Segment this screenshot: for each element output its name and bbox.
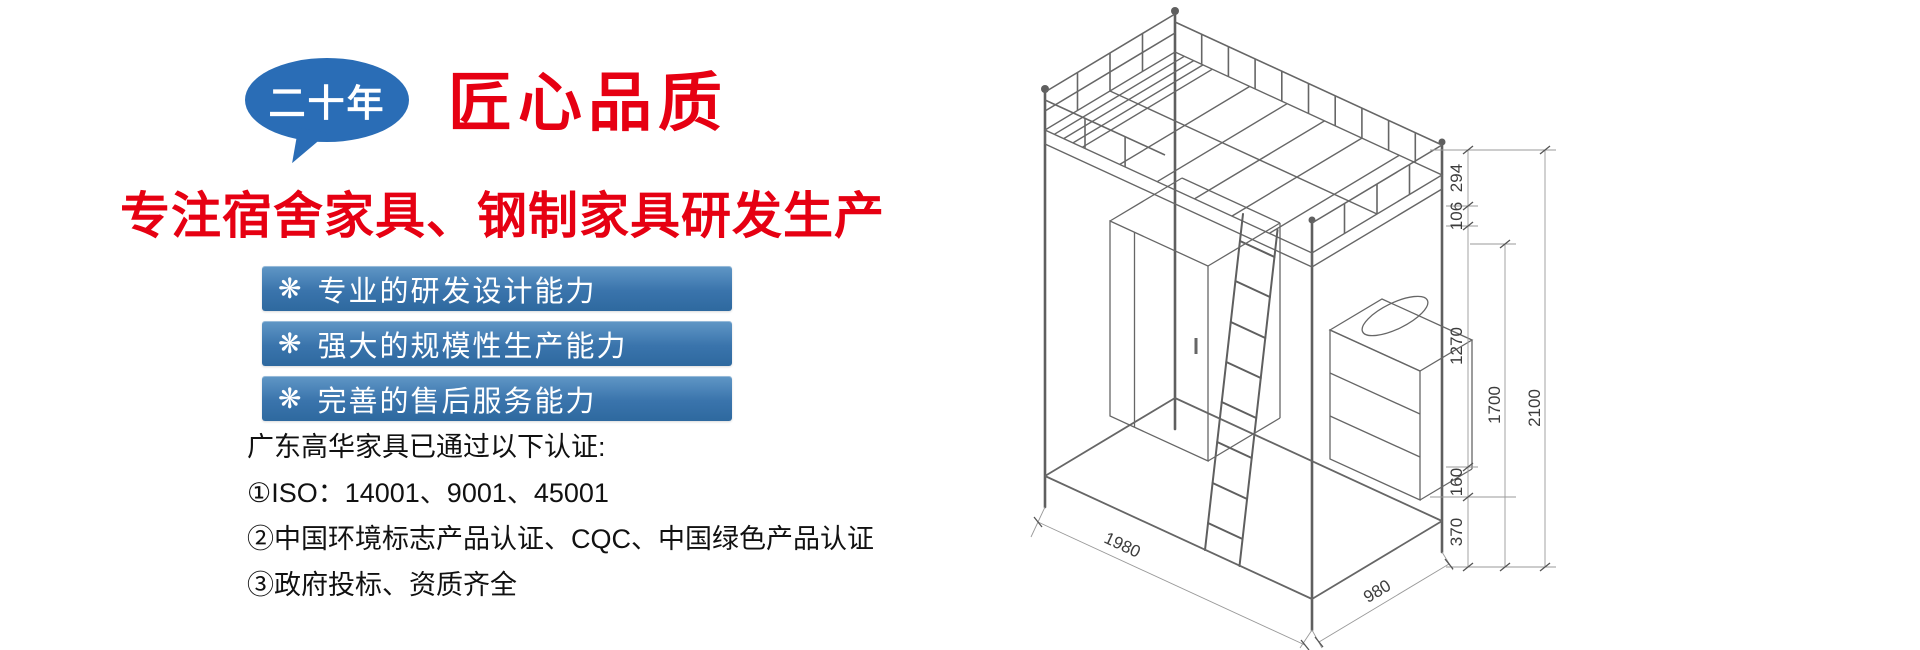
feature-bar-service: ❋ 完善的售后服务能力 bbox=[262, 376, 732, 421]
certification-line-iso: ①ISO：14001、9001、45001 bbox=[247, 478, 609, 508]
certifications-block: 广东高华家具已通过以下认证: ①ISO：14001、9001、45001 ②中国… bbox=[247, 424, 874, 608]
flower-icon: ❋ bbox=[278, 382, 302, 414]
subheadline: 专注宿舍家具、钢制家具研发生产 bbox=[120, 188, 885, 244]
guardrails bbox=[1044, 13, 1443, 234]
bolster bbox=[1361, 295, 1429, 337]
dim-1270: 1270 bbox=[1447, 327, 1466, 365]
dim-160: 160 bbox=[1447, 468, 1466, 496]
years-badge: 二十年 bbox=[245, 58, 409, 142]
feature-bar-production: ❋ 强大的规模性生产能力 bbox=[262, 321, 732, 366]
feature-label: 强大的规模性生产能力 bbox=[317, 330, 628, 363]
headline: 匠心品质 bbox=[448, 67, 728, 139]
stretchers bbox=[1044, 397, 1443, 600]
dim-2100: 2100 bbox=[1525, 389, 1544, 427]
flower-icon: ❋ bbox=[278, 327, 302, 359]
feature-label: 专业的研发设计能力 bbox=[317, 275, 597, 308]
dim-294: 294 bbox=[1447, 164, 1466, 192]
dim-980: 980 bbox=[1360, 576, 1394, 607]
dimension-ticks bbox=[1033, 145, 1551, 650]
dim-370: 370 bbox=[1447, 518, 1466, 546]
bed-deck bbox=[1043, 51, 1444, 268]
flower-icon: ❋ bbox=[278, 272, 302, 304]
certification-line-gov: ③政府投标、资质齐全 bbox=[247, 570, 517, 600]
bed-diagram: 294 106 1270 160 370 1700 2100 1980 980 bbox=[1030, 7, 1556, 650]
feature-bar-rd: ❋ 专业的研发设计能力 bbox=[262, 266, 732, 311]
dim-106: 106 bbox=[1447, 202, 1466, 230]
dimension-labels: 294 106 1270 160 370 1700 2100 1980 980 bbox=[1101, 164, 1544, 607]
years-badge-text: 二十年 bbox=[268, 83, 386, 124]
wardrobe bbox=[1109, 177, 1281, 463]
feature-label: 完善的售后服务能力 bbox=[317, 385, 597, 418]
shelf-unit bbox=[1328, 295, 1474, 502]
ladder bbox=[1204, 213, 1279, 567]
bed-posts bbox=[1043, 12, 1444, 632]
years-badge-tail bbox=[292, 127, 328, 169]
certification-line-env: ②中国环境标志产品认证、CQC、中国绿色产品认证 bbox=[247, 524, 874, 554]
dim-1980: 1980 bbox=[1101, 528, 1143, 561]
certifications-title: 广东高华家具已通过以下认证: bbox=[247, 432, 606, 462]
dim-1700: 1700 bbox=[1485, 386, 1504, 424]
